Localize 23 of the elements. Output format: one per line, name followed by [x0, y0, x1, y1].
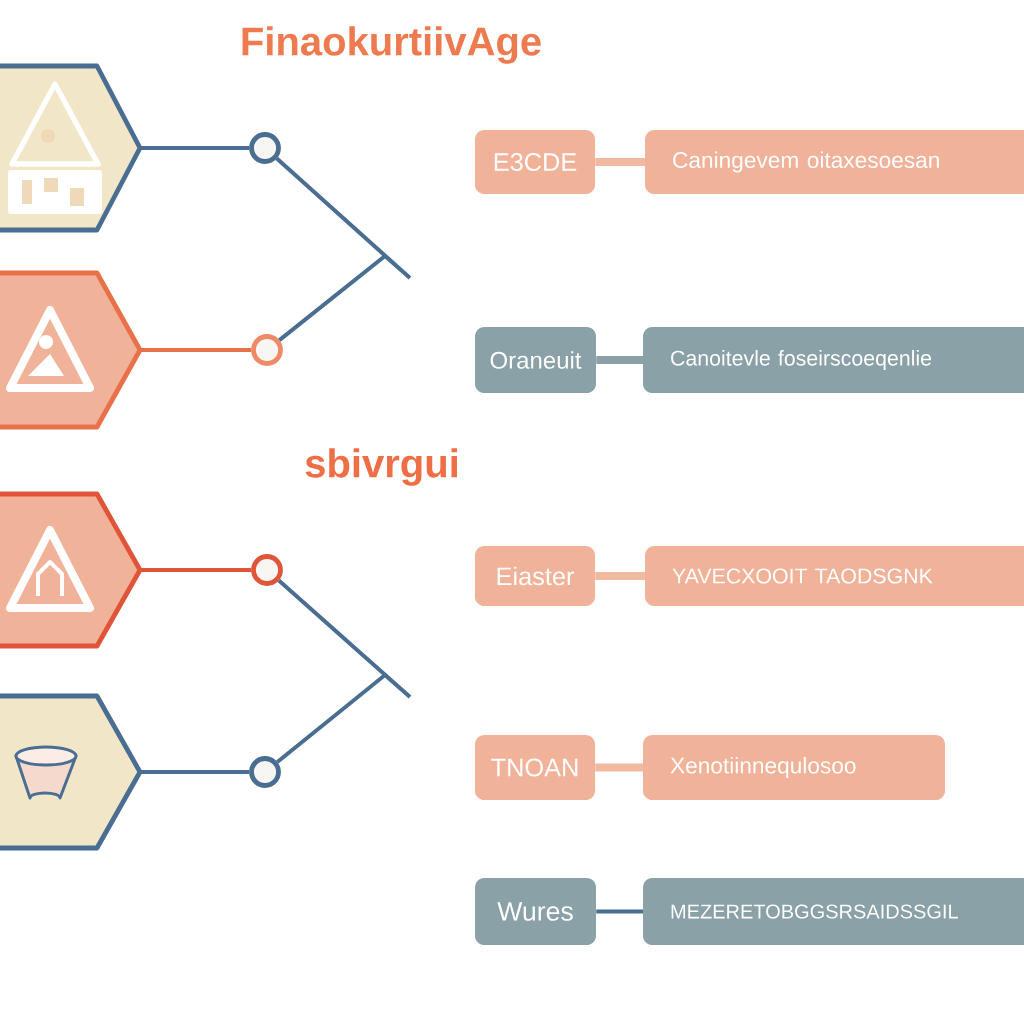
- tag-box: Oraneuit: [475, 327, 596, 393]
- description-box: Canoitevle foseirscoeqenlie: [643, 327, 1024, 393]
- connector-line: [140, 568, 252, 572]
- circle-node: [249, 132, 281, 164]
- section-heading: sbivrgui: [305, 448, 457, 486]
- connector-line: [596, 909, 643, 914]
- circle-node: [249, 756, 281, 788]
- description-box: YAVECXOOIT TAODSGNK: [645, 546, 1024, 606]
- circle-node: [251, 554, 283, 586]
- connector-line: [275, 157, 412, 342]
- connector-line: [140, 770, 250, 774]
- circle-node: [251, 334, 283, 366]
- title: FinaokurtiivAge: [242, 26, 541, 64]
- tag-box: TNOAN: [475, 735, 595, 800]
- description-box: Caningevem oitaxesoesan: [645, 130, 1024, 194]
- connector-line: [140, 348, 252, 352]
- tag-box: E3CDE: [475, 130, 595, 194]
- description-box: MEZERETOBGGSRSAIDSSGIL: [643, 878, 1024, 945]
- connector-line: [276, 579, 412, 764]
- tag-box: Eiaster: [475, 546, 595, 606]
- connector-line: [140, 146, 250, 150]
- description-box: Xenotiinnequlosoo: [643, 735, 945, 800]
- tag-box: Wures: [475, 878, 596, 945]
